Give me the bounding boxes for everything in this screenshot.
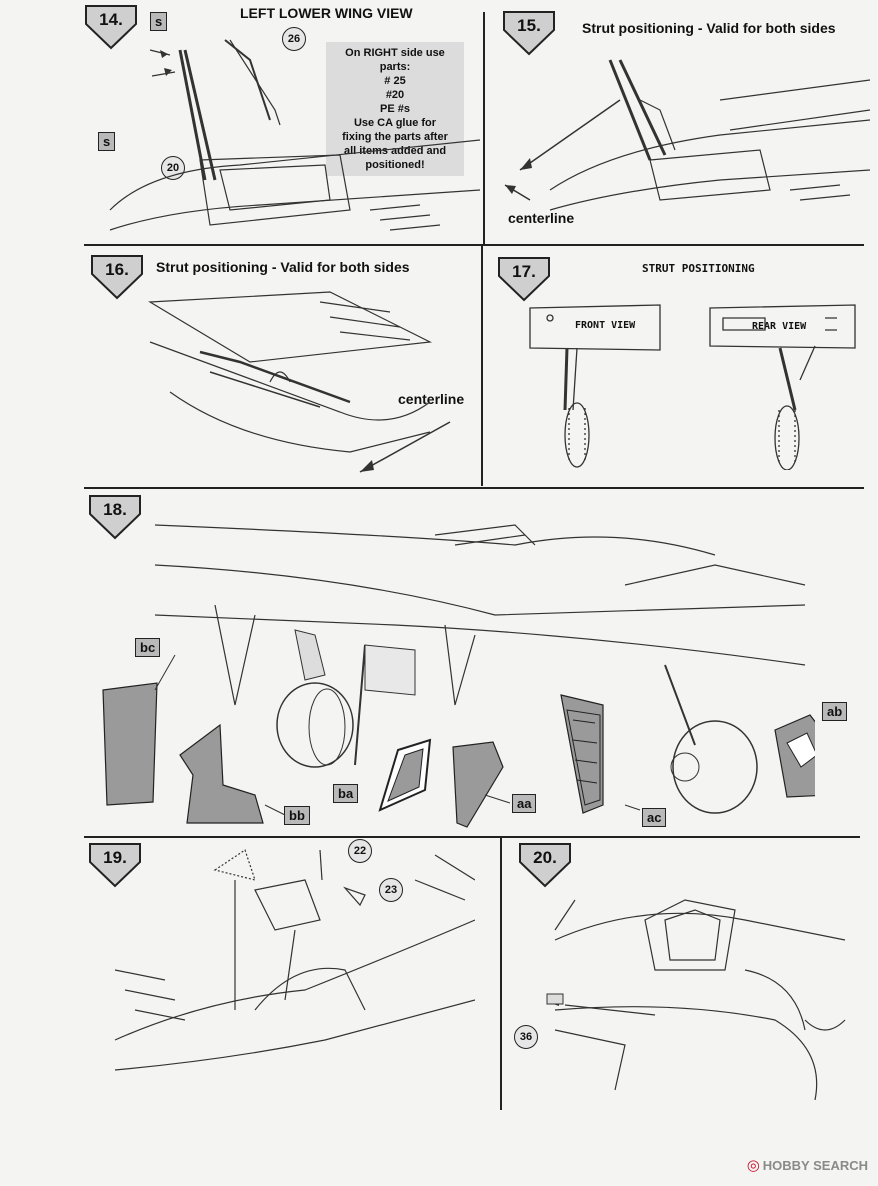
note-line: On RIGHT side use [345, 47, 445, 59]
step-16-badge: 16. [90, 254, 144, 300]
step-18-badge: 18. [88, 494, 142, 540]
note-line: # 25 [384, 75, 406, 87]
step-15-caption: Strut positioning - Valid for both sides [582, 20, 836, 36]
divider-horizontal-3 [84, 836, 860, 838]
step-20-badge: 20. [518, 842, 572, 888]
step-16-number: 16. [105, 260, 129, 279]
step-14-caption: LEFT LOWER WING VIEW [240, 5, 413, 21]
hobby-search-logo-icon: ◎ [746, 1157, 760, 1174]
part-callout-26: 26 [282, 27, 306, 51]
front-view-label: FRONT VIEW [575, 320, 636, 331]
watermark-text: HOBBY SEARCH [762, 1158, 868, 1173]
part-callout-22: 22 [348, 839, 372, 863]
part-tag-s-lower: s [98, 132, 116, 151]
rear-view-label: REAR VIEW [752, 321, 807, 332]
step-15-number: 15. [517, 16, 541, 35]
step-14-wing-strut-drawing [109, 39, 480, 231]
step-16-centerline-label: centerline [398, 391, 465, 407]
step-17-gear-views-drawing [529, 304, 856, 470]
step-17-number: 17. [512, 262, 536, 281]
step-19-number: 19. [103, 848, 127, 867]
part-tag-ab: ab [822, 702, 848, 721]
step-20-fuselage-drawing [546, 899, 846, 1100]
part-tag-ba: ba [333, 784, 359, 803]
step-15-wing-strut-drawing [504, 59, 870, 211]
hobby-search-watermark: ◎HOBBY SEARCH [747, 1156, 868, 1174]
step-16-wing-strut-drawing [148, 291, 451, 473]
divider-vertical-bottom [500, 838, 502, 1110]
step-14-badge: 14. [84, 4, 138, 50]
divider-horizontal-1 [84, 244, 864, 246]
part-tag-s-upper: s [150, 12, 168, 31]
part-tag-bb: bb [284, 806, 310, 825]
step-17-badge: 17. [497, 256, 551, 302]
part-callout-36: 36 [514, 1025, 538, 1049]
note-line: all items added and [343, 145, 447, 157]
part-tag-bc: bc [135, 638, 161, 657]
note-line: #20 [385, 89, 405, 101]
step-17-caption: STRUT POSITIONING [642, 262, 755, 275]
step-15-badge: 15. [502, 10, 556, 56]
note-line: positioned! [365, 159, 425, 171]
step-18-number: 18. [103, 500, 127, 519]
step-19-badge: 19. [88, 842, 142, 888]
note-line: PE #s [380, 103, 410, 115]
step-19-cockpit-drawing [114, 849, 475, 1071]
step-14-number: 14. [99, 10, 123, 29]
divider-vertical-mid [481, 246, 483, 486]
part-callout-23: 23 [379, 878, 403, 902]
note-line: fixing the parts after [342, 131, 448, 143]
step-18-landing-gear-doors-drawing [102, 524, 815, 828]
part-tag-ac: ac [642, 808, 667, 827]
step-20-number: 20. [533, 848, 557, 867]
divider-vertical-top [483, 12, 485, 244]
divider-horizontal-2 [84, 487, 864, 489]
part-tag-aa: aa [512, 794, 537, 813]
step-15-centerline-label: centerline [508, 210, 575, 226]
note-line: Use CA glue for [353, 117, 437, 129]
note-line: parts: [379, 61, 411, 73]
step-16-caption: Strut positioning - Valid for both sides [156, 259, 410, 275]
